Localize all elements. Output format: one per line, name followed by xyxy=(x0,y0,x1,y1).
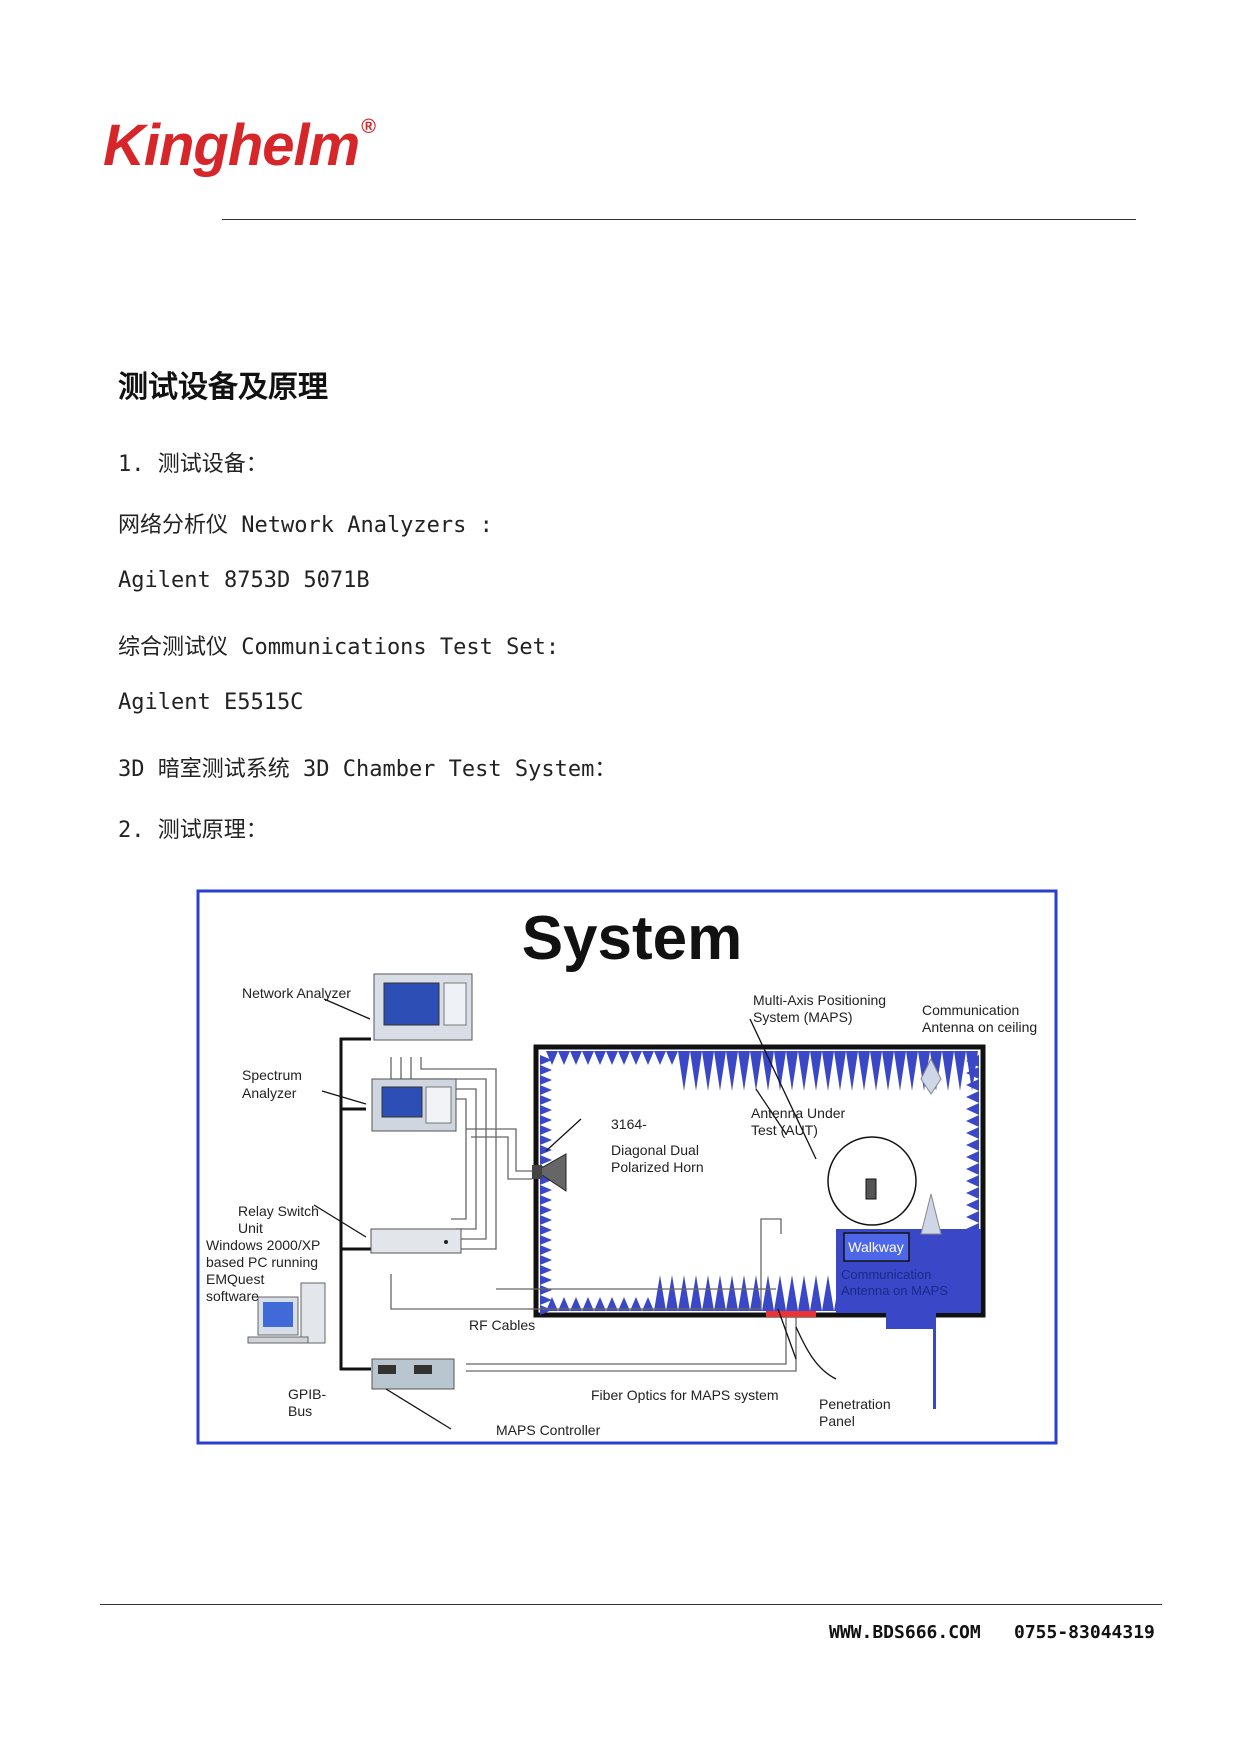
system-diagram: System Walkway Communication Antenna on … xyxy=(196,889,1058,1445)
footer-divider xyxy=(100,1604,1162,1605)
penetration-panel-label-2: Panel xyxy=(819,1413,855,1429)
walkway-label: Walkway xyxy=(848,1239,904,1255)
penetration-panel-label-1: Penetration xyxy=(819,1396,891,1412)
pc-label-4: software xyxy=(206,1288,259,1304)
chamber: Walkway Communication Antenna on MAPS xyxy=(532,1047,983,1315)
spectrum-analyzer-label-1: Spectrum xyxy=(242,1067,302,1083)
gpib-label-1: GPIB- xyxy=(288,1386,326,1402)
network-analyzer-icon xyxy=(374,974,472,1040)
aut-label-2: Test (AUT) xyxy=(751,1122,818,1138)
list-item: Agilent 8753D 5071B xyxy=(118,568,370,593)
aut-label-1: Antenna Under xyxy=(751,1105,846,1121)
footer-phone: 0755-83044319 xyxy=(1014,1622,1155,1643)
ceiling-antenna-label-1: Communication xyxy=(922,1002,1019,1018)
maps-label-2: System (MAPS) xyxy=(753,1009,853,1025)
diagram-title: System xyxy=(522,904,743,973)
rf-cables-label: RF Cables xyxy=(469,1317,535,1333)
relay-switch-label-2: Unit xyxy=(238,1220,263,1236)
pc-label-1: Windows 2000/XP xyxy=(206,1237,320,1253)
list-item: 网络分析仪 Network Analyzers : xyxy=(118,507,493,539)
footer-website: WWW.BDS666.COM xyxy=(829,1622,981,1643)
horn-mount xyxy=(532,1165,542,1179)
header-divider xyxy=(222,219,1136,220)
aut-icon xyxy=(866,1179,876,1199)
spectrum-analyzer-icon xyxy=(372,1079,456,1131)
horn-label-3: Polarized Horn xyxy=(611,1159,704,1175)
pc-label-3: EMQuest xyxy=(206,1271,264,1287)
list-item: 1. 测试设备： xyxy=(118,446,268,478)
list-item: 2. 测试原理： xyxy=(118,812,268,844)
gpib-label-2: Bus xyxy=(288,1403,312,1419)
list-item: 综合测试仪 Communications Test Set: xyxy=(118,629,559,661)
horn-label-2: Diagonal Dual xyxy=(611,1142,699,1158)
network-analyzer-label: Network Analyzer xyxy=(242,985,351,1001)
comm-maps-label-1: Communication xyxy=(841,1267,931,1282)
comm-maps-label-2: Antenna on MAPS xyxy=(841,1283,948,1298)
kinghelm-logo: Kinghelm® xyxy=(103,112,375,179)
horn-label-1: 3164- xyxy=(611,1116,647,1132)
pc-label-2: based PC running xyxy=(206,1254,318,1270)
fiber-optics-label: Fiber Optics for MAPS system xyxy=(591,1387,778,1403)
list-item: Agilent E5515C xyxy=(118,690,303,715)
ceiling-antenna-label-2: Antenna on ceiling xyxy=(922,1019,1037,1035)
relay-switch-icon xyxy=(371,1229,461,1253)
relay-switch-label-1: Relay Switch xyxy=(238,1203,319,1219)
section-heading: 测试设备及原理 xyxy=(118,362,328,406)
maps-controller-label: MAPS Controller xyxy=(496,1422,601,1438)
list-item: 3D 暗室测试系统 3D Chamber Test System： xyxy=(118,751,616,783)
maps-controller-icon xyxy=(372,1359,454,1389)
spectrum-analyzer-label-2: Analyzer xyxy=(242,1085,297,1101)
penetration-panel xyxy=(766,1311,816,1317)
maps-label-1: Multi-Axis Positioning xyxy=(753,992,886,1008)
